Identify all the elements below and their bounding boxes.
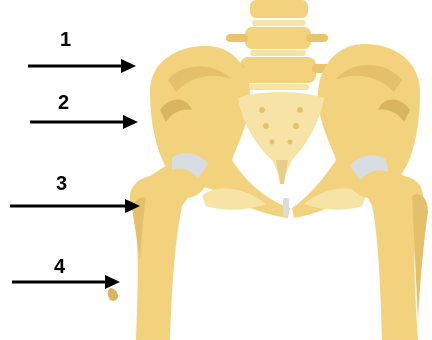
label-1: 1	[60, 30, 71, 50]
label-4: 4	[54, 257, 65, 277]
left-femur	[130, 152, 208, 340]
arrow-3	[10, 199, 140, 213]
label-3: 3	[56, 174, 67, 194]
arrow-4	[12, 275, 120, 289]
sacrum	[238, 92, 324, 184]
pubic-symphysis	[283, 198, 289, 216]
arrow-1	[28, 59, 136, 73]
arrow-2	[30, 115, 138, 129]
label-2: 2	[58, 93, 69, 113]
right-femur	[350, 152, 428, 340]
bone-fragment	[108, 288, 118, 301]
